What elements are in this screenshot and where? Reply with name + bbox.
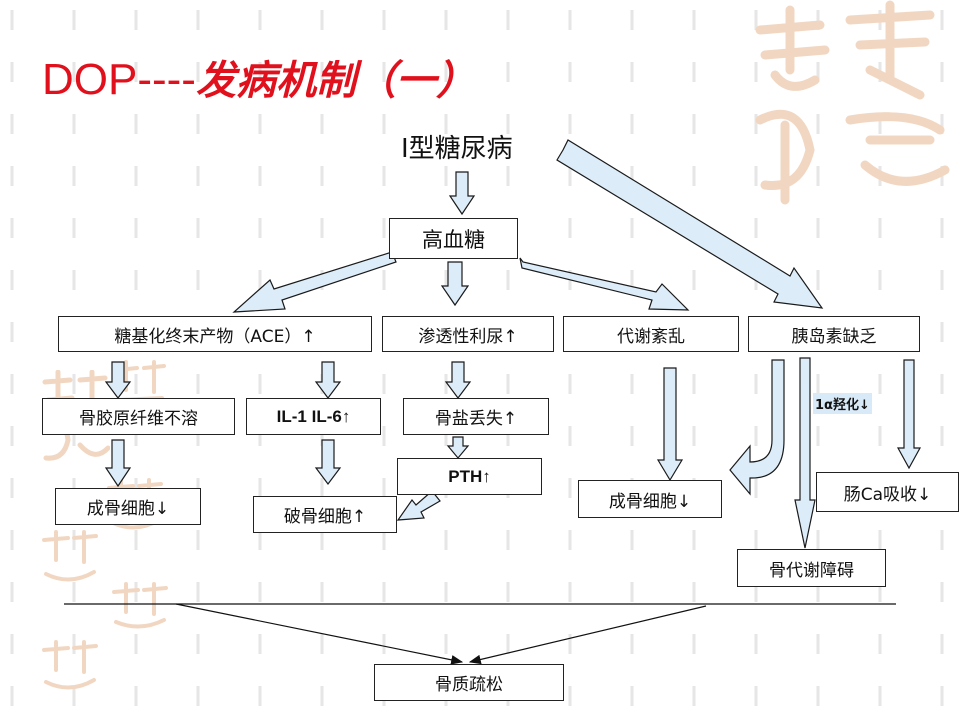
watermark-seal-large <box>755 0 950 205</box>
node-metabolic-disorder: 代谢紊乱 <box>563 316 739 352</box>
node-osteoblast-down-left: 成骨细胞↓ <box>55 488 201 525</box>
node-bone-salt-loss: 骨盐丢失↑ <box>403 398 549 435</box>
arrow-hyperglycemia-to-metabolic <box>519 257 690 311</box>
arrow-hyperglycemia-to-osmotic <box>440 261 470 307</box>
watermark-seal-small-6 <box>42 640 98 690</box>
arrow-hyperglycemia-to-age <box>232 251 397 313</box>
arrow-age-to-collagen <box>104 361 132 399</box>
node-osteoporosis: 骨质疏松 <box>374 664 564 701</box>
watermark-seal-small-2 <box>114 360 166 402</box>
arrow-il-to-osteoclast <box>314 439 342 485</box>
arrow-osmotic-to-bonesalt <box>444 361 472 399</box>
title-prefix: DOP---- <box>42 55 196 104</box>
arrow-insulin-uturn <box>729 359 785 496</box>
arrow-bonesalt-to-pth <box>446 436 470 459</box>
arrow-right-to-osteoporosis <box>468 605 707 665</box>
node-osteoblast-down-right: 成骨细胞↓ <box>578 480 722 518</box>
arrow-diabetes-to-hyperglycemia <box>448 171 476 216</box>
arrow-insulin-to-intestinal <box>896 359 922 470</box>
arrow-left-to-osteoporosis <box>175 603 464 665</box>
node-osmotic-diuresis: 渗透性利尿↑ <box>382 316 554 352</box>
node-osteoclast-up: 破骨细胞↑ <box>253 496 397 533</box>
title-chinese: 发病机制（一） <box>195 58 476 104</box>
node-hyperglycemia: 高血糖 <box>389 218 518 259</box>
node-il: IL-1 IL-6↑ <box>246 398 381 435</box>
arrow-age-to-il <box>314 361 342 399</box>
watermark-seal-small-5 <box>112 582 168 629</box>
arrow-insulin-to-bonemetabolism <box>794 357 816 549</box>
arrow-pth-to-osteoclast <box>396 490 441 521</box>
arrow-collagen-to-osteoblast <box>104 439 132 488</box>
arrow-diabetes-to-insulin <box>556 139 824 309</box>
node-intestinal-ca: 肠Ca吸收↓ <box>816 472 959 512</box>
node-bone-metabolism-disorder: 骨代谢障碍 <box>737 549 886 587</box>
node-collagen-insoluble: 骨胶原纤维不溶 <box>42 398 235 435</box>
watermark-seal-small-4 <box>42 530 98 582</box>
node-age: 糖基化终末产物（ACE）↑ <box>58 316 372 352</box>
node-type1-diabetes: I型糖尿病 <box>401 134 513 164</box>
page-title: DOP----发病机制（一） <box>42 50 476 111</box>
node-insulin-deficiency: 胰岛素缺乏 <box>748 316 920 352</box>
arrow-metabolic-to-osteoblast <box>656 367 684 482</box>
node-pth: PTH↑ <box>397 458 542 495</box>
label-hydroxylation: 1α羟化↓ <box>813 393 872 414</box>
